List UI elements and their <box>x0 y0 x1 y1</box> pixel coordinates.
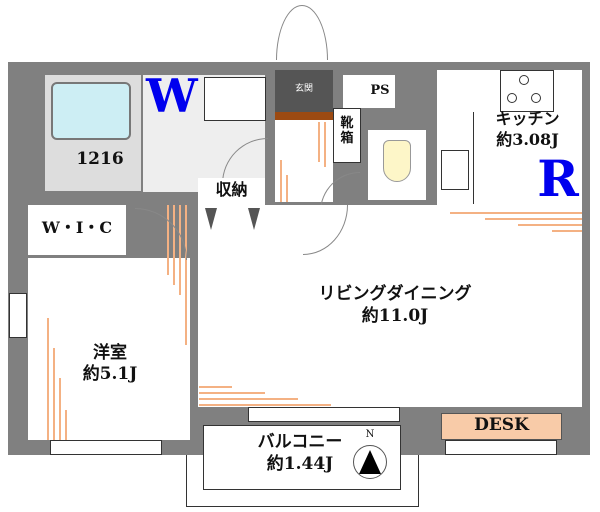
living-name: リビングダイニング <box>318 284 472 304</box>
ps-label: PS <box>370 83 390 98</box>
flooring-line <box>65 410 67 440</box>
western-room-name: 洋室 <box>93 343 127 363</box>
flooring-line <box>59 378 61 440</box>
balcony-name: バルコニー <box>257 432 343 452</box>
living-size: 約11.0J <box>361 306 429 326</box>
hallway <box>275 120 333 202</box>
desk <box>441 413 562 440</box>
bath-size-label: 1216 <box>76 149 124 169</box>
entrance-label: 玄関 <box>294 84 313 94</box>
flooring-line <box>324 122 326 167</box>
shoe-box <box>333 108 361 163</box>
flooring-line <box>280 160 282 202</box>
kitchen-name: キッチン <box>495 109 560 128</box>
flooring-line <box>199 404 331 406</box>
flooring-line <box>47 318 49 440</box>
closet-door-icon <box>248 208 260 230</box>
sink <box>441 150 469 190</box>
side-window[interactable] <box>9 293 27 338</box>
storage <box>198 178 265 205</box>
burner-icon <box>531 93 541 103</box>
western-room-size: 約5.1J <box>82 364 138 384</box>
walk-in-closet <box>28 205 126 255</box>
flooring-line <box>199 386 232 388</box>
bathtub <box>51 82 131 140</box>
north-compass-icon <box>353 445 387 479</box>
north-label: N <box>365 429 375 440</box>
flooring-line <box>518 224 582 226</box>
counter-line <box>473 112 474 204</box>
kitchen-size: 約3.08J <box>496 130 559 149</box>
entrance-step <box>275 112 333 120</box>
washing-machine <box>204 77 266 121</box>
western-room-window[interactable] <box>50 440 162 455</box>
balcony-sliding-window[interactable] <box>248 407 400 422</box>
entrance-door-swing <box>276 5 328 60</box>
living-dining <box>198 205 582 407</box>
shoe-box-label: 靴箱 <box>340 116 354 146</box>
flooring-line <box>450 212 582 214</box>
flooring-line <box>318 122 320 162</box>
burner-icon <box>519 75 529 85</box>
wic-label: W・I・C <box>41 218 113 237</box>
washroom-mark: W <box>146 69 198 123</box>
burner-icon <box>507 93 517 103</box>
north-arrow-icon <box>359 450 381 474</box>
flooring-line <box>485 218 582 220</box>
balcony-size: 約1.44J <box>266 454 334 474</box>
toilet-icon <box>383 140 411 182</box>
flooring-line <box>552 230 582 232</box>
western-room <box>28 258 190 440</box>
flooring-line <box>185 205 187 345</box>
flooring-line <box>286 175 288 202</box>
desk-label: DESK <box>474 415 529 435</box>
refrigerator-mark: R <box>537 149 579 208</box>
flooring-line <box>199 398 298 400</box>
storage-label: 収納 <box>215 180 248 199</box>
closet-door-icon <box>205 208 217 230</box>
flooring-line <box>199 392 265 394</box>
pipe-space <box>343 75 395 108</box>
flooring-line <box>53 348 55 440</box>
entrance <box>275 70 333 112</box>
desk-window[interactable] <box>445 440 557 455</box>
